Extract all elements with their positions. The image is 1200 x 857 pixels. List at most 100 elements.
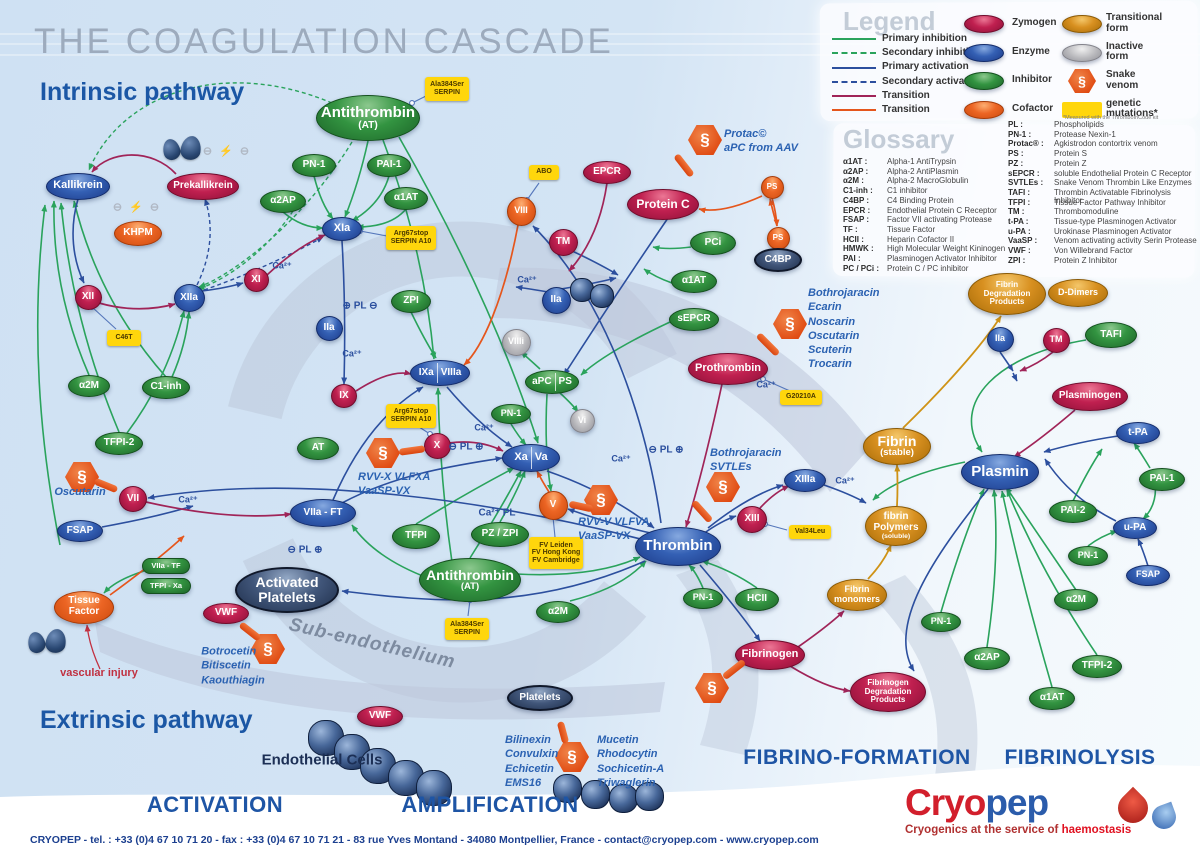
- node-protein-c: Protein C: [627, 188, 699, 220]
- node-pn1-r2: PN-1: [921, 612, 961, 632]
- label-vascular-injury: vascular injury: [60, 667, 138, 679]
- organ-icon: [25, 630, 48, 655]
- section-fibrinolysis: FIBRINOLYSIS: [1004, 746, 1156, 769]
- glossary-row: PS :Protein S: [1008, 149, 1087, 159]
- node-pn1-top: PN-1: [292, 153, 336, 177]
- node-ps-1: PS: [760, 175, 784, 199]
- node-fsap-left: FSAP: [57, 520, 103, 542]
- node-activated-platelets: Activated Platelets: [235, 567, 339, 613]
- snake-venom-icon: §: [773, 309, 807, 339]
- glossary-row: C1-inh :C1 inhibitor: [843, 186, 928, 196]
- section-amplification: AMPLIFICATION: [401, 792, 579, 817]
- node-tfpi2-left: TFPI-2: [95, 431, 143, 455]
- glossary-row: PL :Phospholipids: [1008, 120, 1104, 129]
- node-a1at-top: α1AT: [384, 186, 428, 210]
- legend-shape-label: Cofactor: [1012, 102, 1054, 114]
- label-ca-: Ca²⁺: [178, 494, 198, 505]
- node-fibrin-dp: Fibrin Degradation Products: [968, 273, 1046, 315]
- node-tfpi: TFPI: [392, 523, 440, 549]
- legend-shape-inhib: [964, 72, 1004, 90]
- node-prekallikrein: Prekallikrein: [167, 172, 239, 200]
- legend-shape-label: Zymogen: [1012, 17, 1057, 28]
- node-tfpi2-right: TFPI-2: [1072, 654, 1122, 678]
- node-tm-right: TM: [1042, 327, 1070, 353]
- legend-shape-cofactor: [964, 100, 1004, 119]
- snake-venom-icon: §: [688, 125, 722, 155]
- legend-arrow-row: Secondary inhibition: [832, 48, 981, 59]
- organ-icon: [179, 134, 203, 162]
- legend-arrow-row: Secondary activation: [832, 76, 983, 88]
- blue-drop-icon: [1148, 801, 1180, 833]
- glossary-row: TF :Tissue Factor: [843, 224, 936, 234]
- node-pz-zpi: PZ / ZPI: [471, 521, 529, 547]
- node-ix: IX: [331, 384, 357, 408]
- label--: ⊖ ⚡ ⊖: [112, 201, 162, 214]
- node-thrombin: Thrombin: [635, 526, 721, 566]
- node-tissue-factor: Tissue Factor: [54, 590, 114, 624]
- node-tfpi-xa: TFPI - Xa: [141, 578, 191, 594]
- glossary-row: TM :Thrombomoduline: [1008, 207, 1119, 217]
- node-c46t: C46T: [107, 330, 141, 346]
- label-protac-: Protac© aPC from AAV: [724, 128, 798, 155]
- legend-shape-trans: [1062, 15, 1102, 33]
- venom-dash: [398, 445, 426, 456]
- section-activation: ACTIVATION: [146, 792, 284, 817]
- logo-pep: pep: [985, 782, 1049, 823]
- logo-cryo: Cryo: [905, 782, 986, 823]
- node-pai1-right: PAI-1: [1139, 467, 1185, 491]
- label-bothrojaracin: Bothrojaracin Ecarin Noscarin Oscutarin …: [808, 287, 880, 371]
- glossary-row: PZ :Protein Z: [1008, 158, 1087, 168]
- node-t-pa: t-PA: [1116, 422, 1160, 444]
- platelet-cell-icon: [416, 770, 452, 806]
- platelet-cell-icon: [635, 782, 664, 811]
- node-ala384ser-bot: Ala384Ser SERPIN: [445, 618, 489, 640]
- node-ala384ser-top: Ala384Ser SERPIN: [425, 77, 469, 101]
- platelet-cell-icon: [581, 780, 610, 809]
- node-antithrombin-bot: Antithrombin(AT): [419, 558, 521, 602]
- legend-arrow-row: Transition: [832, 104, 930, 116]
- node-v: V: [538, 490, 568, 520]
- node-prothrombin: Prothrombin: [688, 353, 768, 385]
- node-xia: XIa: [322, 217, 362, 241]
- label-sub-endothelium: Sub-endothelium: [286, 614, 458, 673]
- legend-shape-label: Inactive form: [1106, 40, 1144, 62]
- node-vii: VII: [119, 486, 147, 512]
- genetic-mutation-swatch: [1062, 101, 1102, 118]
- venom-dash: [755, 332, 781, 357]
- node-zpi: ZPI: [391, 289, 431, 313]
- label--: ⊖ ⚡ ⊖: [202, 145, 252, 158]
- contact-line: CRYOPEP - tel. : +33 (0)4 67 10 71 20 - …: [30, 834, 819, 846]
- venom-dash: [673, 153, 695, 178]
- node-vwf-left: VWF: [203, 602, 249, 624]
- legend-shape-inactive: [1062, 43, 1102, 62]
- platelet-cell-icon: [553, 774, 582, 803]
- node-platelets: Platelets: [507, 685, 573, 711]
- node-vwf-bot: VWF: [357, 705, 403, 727]
- node-viii: VIII: [506, 196, 536, 226]
- legend-arrow-row: Primary activation: [832, 62, 969, 73]
- glossary-row: PC / PCi :Protein C / PC inhibitor: [843, 263, 969, 273]
- node-c4bp: C4BP: [754, 248, 802, 272]
- glossary-row: α2M :Alpha-2 MacroGlobulin: [843, 176, 969, 186]
- label-ca-pl: Ca²⁺ PL: [478, 507, 516, 519]
- label-ca-: Ca²⁺: [517, 274, 537, 285]
- legend-title: Legend: [843, 6, 936, 36]
- legend-shape-label: Enzyme: [1012, 45, 1050, 57]
- glossary-row: t-PA :Tissue-type Plasminogen Activator: [1008, 217, 1177, 226]
- label--pl-: ⊕ PL ⊖: [342, 300, 378, 312]
- node-xi: XI: [243, 268, 269, 292]
- node-a1at-bot: α1AT: [1029, 686, 1075, 710]
- legend-shape-label: Inhibitor: [1012, 74, 1052, 85]
- venom-dash: [690, 499, 714, 524]
- node-plasminogen: Plasminogen: [1052, 381, 1128, 411]
- logo-tagline: Cryogenics at the service of haemostasis: [905, 824, 1132, 836]
- node-xiia: XIIa: [173, 284, 205, 312]
- glossary-row: VaaSP :Venom activating activity Serin P…: [1008, 236, 1197, 246]
- node-a2ap-right: α2AP: [964, 646, 1010, 670]
- node-pn1-mid: PN-1: [491, 404, 531, 424]
- snake-venom-icon: §: [65, 462, 99, 492]
- label-ca-: Ca²⁺: [756, 379, 776, 390]
